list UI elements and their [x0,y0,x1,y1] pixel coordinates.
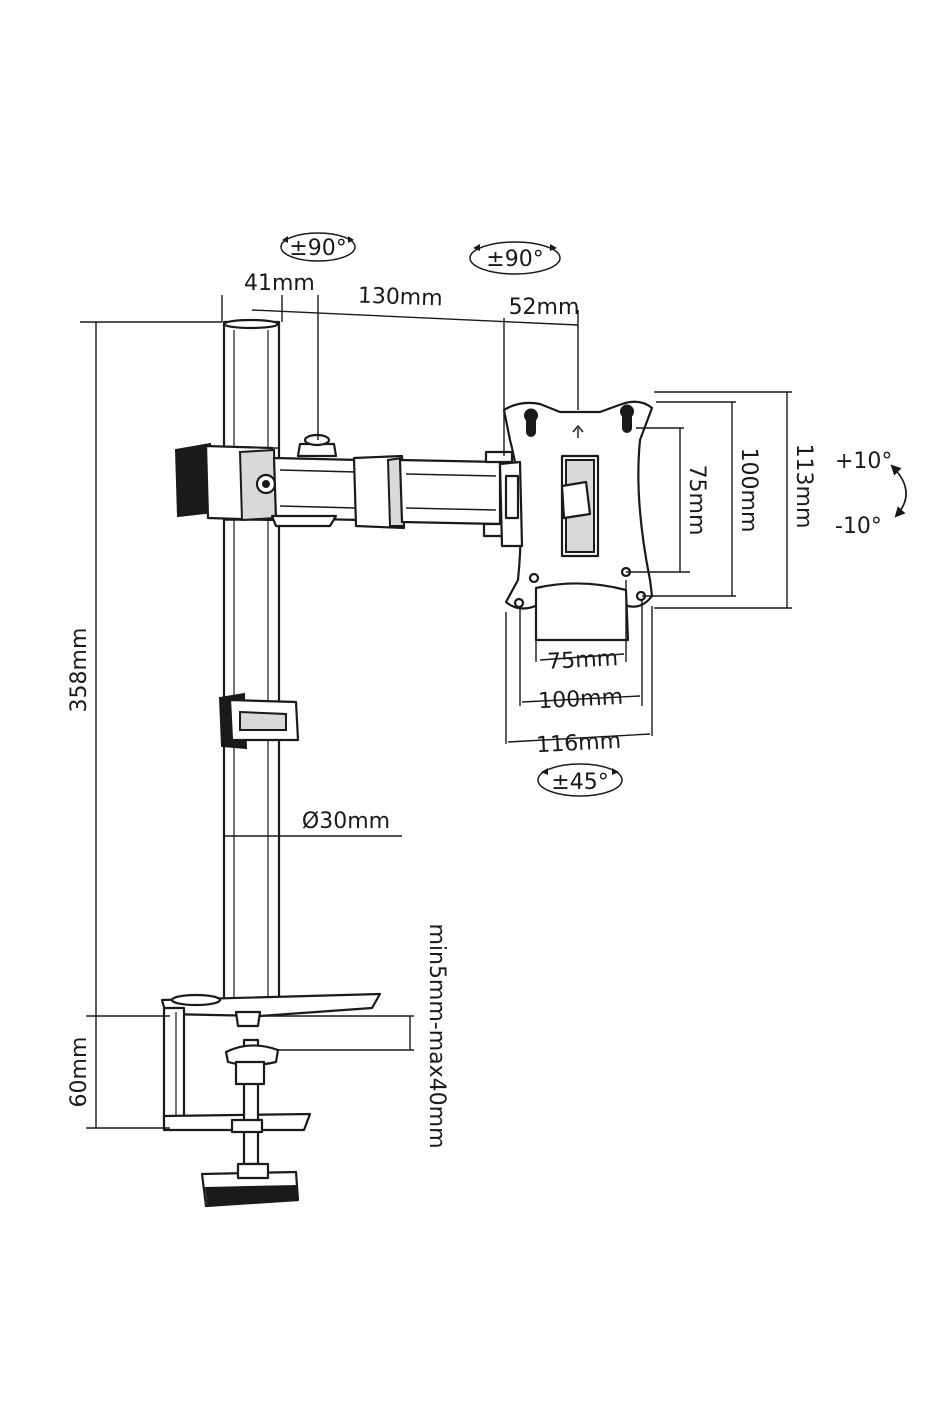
label-plate-height: 113mm [791,444,816,529]
arm-assembly [174,433,516,538]
label-pole-diameter: Ø30mm [302,809,390,834]
rotate-arrows-icon-arm [280,232,356,262]
dimension-lines [80,295,792,1129]
clamp-assembly [160,992,382,1208]
label-rotation: ±45° [551,770,608,795]
pole [222,318,281,1004]
rotate-arrows-icon-plate [537,763,623,797]
tilt-arc-icon [890,464,907,518]
label-head-depth: 52mm [509,295,580,320]
label-plate-width: 116mm [536,729,622,758]
vesa-plate [498,400,654,642]
label-vesa-outer-vertical: 100mm [736,448,761,533]
label-pole-top-width: 41mm [244,271,315,296]
label-arm-swivel: ±90° [289,236,346,261]
label-vesa-outer-horizontal: 100mm [538,685,624,714]
label-tilt-down: -10° [835,514,882,539]
label-vesa-inner-vertical: 75mm [684,465,709,536]
label-pole-height: 358mm [67,628,92,713]
label-head-swivel: ±90° [486,247,543,272]
label-arm-length: 130mm [357,284,443,312]
label-clamp-height: 60mm [67,1037,92,1108]
rotate-arrows-icon-head [469,241,561,275]
cable-clip [218,692,300,750]
label-desk-thickness: min5mm-max40mm [424,923,449,1148]
label-tilt-up: +10° [835,449,892,474]
label-vesa-inner-horizontal: 75mm [547,646,619,675]
